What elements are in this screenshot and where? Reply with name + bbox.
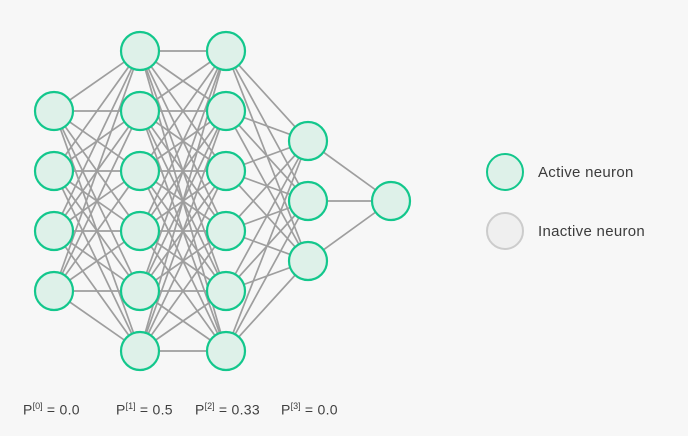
hidden-layer-1-neuron-4 xyxy=(119,270,161,312)
connection-edge xyxy=(139,110,227,352)
connection-edge xyxy=(225,140,309,232)
probability-base: P xyxy=(281,401,291,418)
probability-base: P xyxy=(116,401,126,418)
hidden-layer-2-neuron-4 xyxy=(205,270,247,312)
probability-base: P xyxy=(195,401,205,418)
neural-network-diagram xyxy=(33,30,412,372)
hidden-layer-2-neuron-3 xyxy=(205,210,247,252)
probability-superscript: [1] xyxy=(125,401,136,411)
input-layer-neuron-0 xyxy=(33,90,75,132)
probability-value: = 0.0 xyxy=(42,401,80,418)
output-layer-neuron-0 xyxy=(370,180,412,222)
connection-edge xyxy=(225,140,309,352)
probability-superscript: [2] xyxy=(204,401,215,411)
inactive-neuron-icon xyxy=(486,212,524,250)
hidden-layer-1-neuron-2 xyxy=(119,150,161,192)
probability-superscript: [0] xyxy=(32,401,43,411)
connection-edge xyxy=(139,50,227,232)
hidden-layer-2-neuron-0 xyxy=(205,30,247,72)
probability-base: P xyxy=(23,401,33,418)
hidden-layer-1-neuron-5 xyxy=(119,330,161,372)
probability-label-2: P[2] = 0.33 xyxy=(195,398,260,419)
connection-edge xyxy=(225,260,309,352)
hidden-layer-3-neuron-1 xyxy=(287,180,329,222)
legend-label-active: Active neuron xyxy=(538,163,634,181)
connection-edge xyxy=(53,50,141,292)
connection-edge xyxy=(53,50,141,172)
hidden-layer-3-neuron-2 xyxy=(287,240,329,282)
input-layer-neuron-3 xyxy=(33,270,75,312)
active-neuron-icon xyxy=(486,153,524,191)
hidden-layer-1-neuron-0 xyxy=(119,30,161,72)
hidden-layer-2-neuron-5 xyxy=(205,330,247,372)
probability-superscript: [3] xyxy=(290,401,301,411)
legend-item-active: Active neuron xyxy=(486,153,645,191)
connection-edge xyxy=(225,140,309,292)
legend: Active neuron Inactive neuron xyxy=(486,153,645,271)
connection-edge xyxy=(53,50,141,232)
probability-label-1: P[1] = 0.5 xyxy=(116,398,173,419)
input-layer-neuron-2 xyxy=(33,210,75,252)
connection-edge xyxy=(225,50,309,142)
hidden-layer-2-neuron-2 xyxy=(205,150,247,192)
legend-label-inactive: Inactive neuron xyxy=(538,222,646,240)
connection-edge xyxy=(139,170,227,352)
connection-edge xyxy=(139,50,227,292)
legend-item-inactive: Inactive neuron xyxy=(486,212,645,250)
probability-value: = 0.0 xyxy=(300,401,338,418)
hidden-layer-2-neuron-1 xyxy=(205,90,247,132)
hidden-layer-3-neuron-0 xyxy=(287,120,329,162)
probability-value: = 0.5 xyxy=(135,401,173,418)
connection-edge xyxy=(225,200,309,352)
connection-edge xyxy=(139,50,227,172)
connection-edge xyxy=(139,230,227,352)
hidden-layer-1-neuron-1 xyxy=(119,90,161,132)
probability-label-0: P[0] = 0.0 xyxy=(23,398,80,419)
probability-label-3: P[3] = 0.0 xyxy=(281,398,338,419)
connection-edge xyxy=(53,110,141,292)
input-layer-neuron-1 xyxy=(33,150,75,192)
hidden-layer-1-neuron-3 xyxy=(119,210,161,252)
probability-value: = 0.33 xyxy=(214,401,260,418)
connection-edge xyxy=(53,170,141,292)
